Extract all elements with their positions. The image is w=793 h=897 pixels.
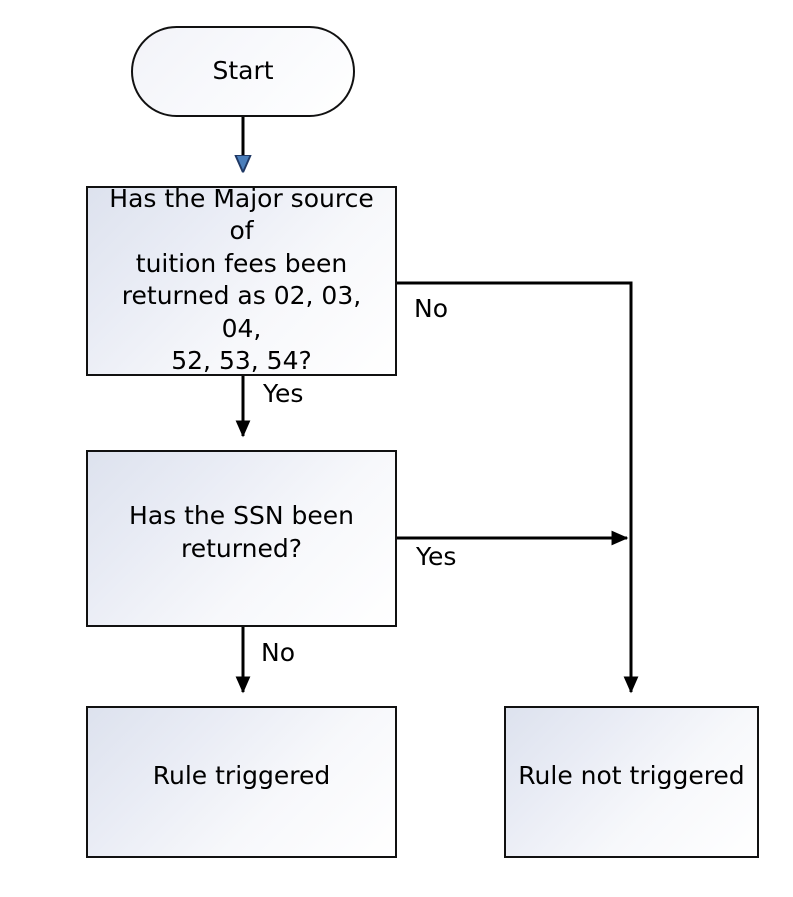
edge-decision-1-no: [397, 281, 639, 694]
node-outcome-rule-not-triggered[interactable]: Rule not triggered: [504, 706, 759, 858]
edge-label-decision-1-yes: Yes: [263, 379, 304, 408]
node-outcome-triggered-label: Rule triggered: [152, 760, 331, 790]
edge-label-decision-1-no: No: [414, 294, 448, 323]
node-outcome-not-triggered-label: Rule not triggered: [518, 760, 745, 790]
node-decision-2-label: Has the SSN been returned?: [129, 501, 354, 563]
node-start[interactable]: Start: [131, 26, 355, 117]
node-outcome-rule-triggered[interactable]: Rule triggered: [86, 706, 397, 858]
node-decision-1-label: Has the Major source of tuition fees bee…: [109, 183, 374, 376]
edge-label-decision-2-no: No: [261, 638, 295, 667]
node-start-label: Start: [212, 56, 274, 86]
edge-label-decision-2-yes: Yes: [416, 542, 457, 571]
node-decision-ssn-returned[interactable]: Has the SSN been returned?: [86, 450, 397, 627]
node-decision-major-source-tuition-fees[interactable]: Has the Major source of tuition fees bee…: [86, 183, 397, 376]
